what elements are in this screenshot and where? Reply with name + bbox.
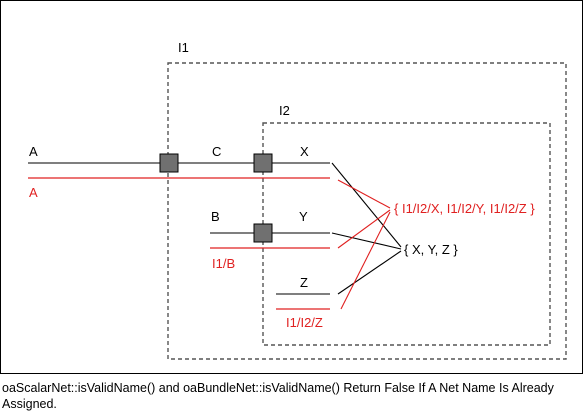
terminal-i1-a: [159, 153, 179, 173]
red-bundle-label: { I1/I2/X, I1/I2/Y, I1/I2/Z }: [394, 201, 535, 216]
terminal-i2-b: [253, 223, 273, 243]
black-bundle-label: { X, Y, Z }: [404, 242, 458, 257]
net-label-x: X: [300, 144, 309, 159]
black-bundle-connectors: [331, 162, 402, 295]
instance-i2-label: I2: [279, 103, 290, 118]
terminal-i2-c: [253, 153, 273, 173]
net-label-c: C: [212, 144, 221, 159]
diagram-frame: [0, 0, 583, 374]
instance-i1-boundary: [167, 62, 567, 360]
figure-caption: oaScalarNet::isValidName() and oaBundleN…: [2, 381, 554, 411]
red-bundle-connectors: [337, 179, 391, 310]
red-label-i1-i2-z: I1/I2/Z: [286, 315, 323, 330]
net-label-z: Z: [300, 275, 308, 290]
net-label-a: A: [29, 144, 38, 159]
red-label-a: A: [29, 185, 38, 200]
net-label-b: B: [211, 209, 220, 224]
instance-i1-label: I1: [178, 40, 189, 55]
net-label-y: Y: [299, 209, 308, 224]
red-label-i1-b: I1/B: [212, 256, 235, 271]
